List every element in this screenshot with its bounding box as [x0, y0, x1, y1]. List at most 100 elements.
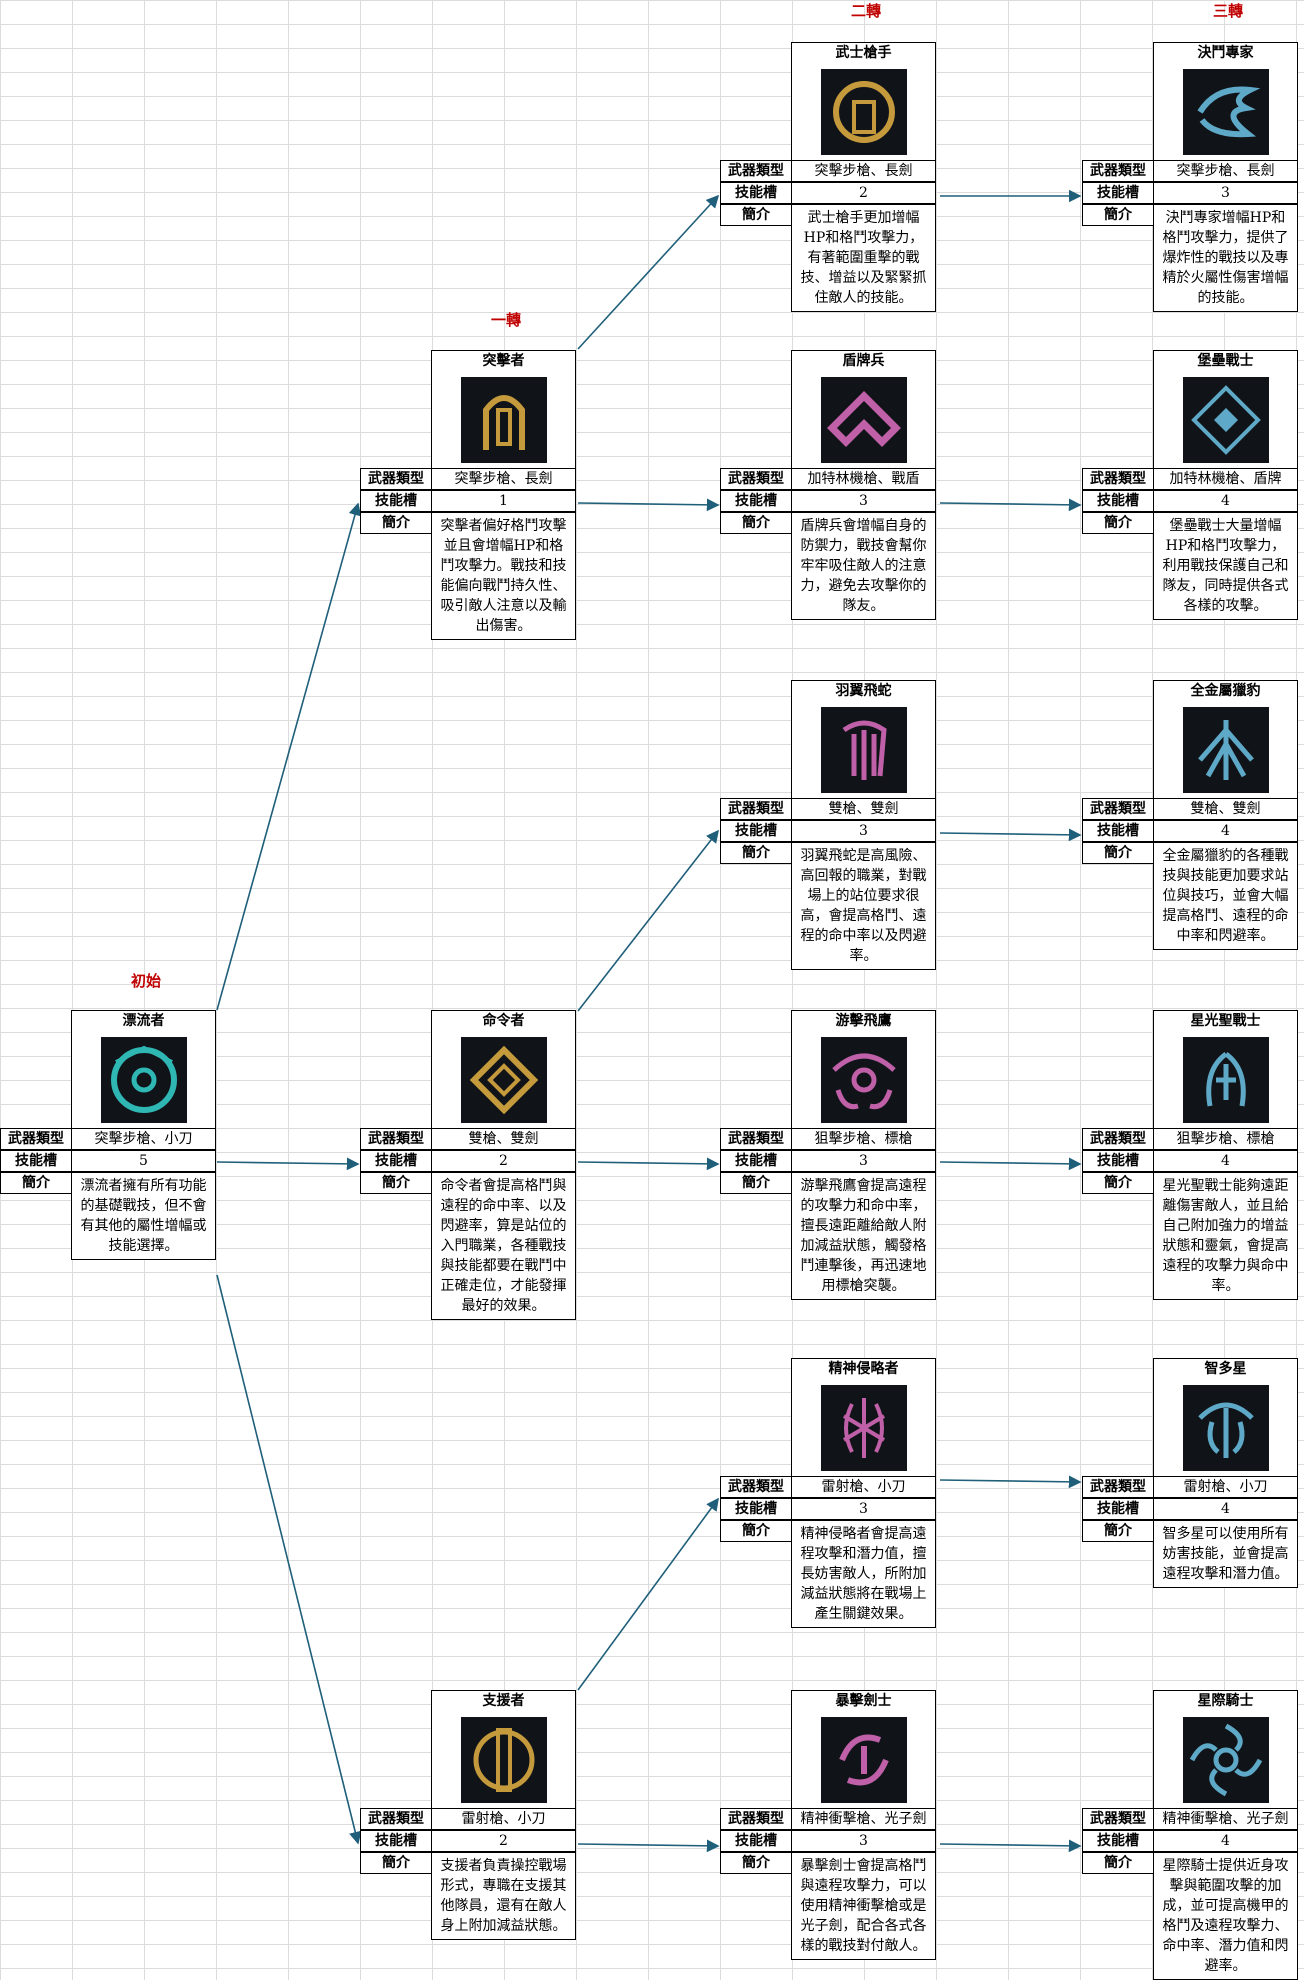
class-description: 游擊飛鷹會提高遠程的攻擊力和命中率，擅長遠距離給敵人附加減益狀態，觸發格鬥連擊後… [791, 1172, 936, 1300]
weapon-type-value: 雷射槍、小刀 [791, 1476, 936, 1498]
skill-slots-value: 3 [791, 490, 936, 512]
weapon-type-label: 武器類型 [0, 1128, 72, 1150]
weapon-type-label: 武器類型 [360, 1128, 432, 1150]
weapon-type-label: 武器類型 [1082, 1476, 1154, 1498]
wingsnake-icon [820, 707, 907, 793]
icon-frame [431, 1712, 576, 1808]
description-label: 簡介 [720, 842, 792, 864]
arrow-hawk-starlight [939, 1157, 1082, 1171]
panther-icon [1182, 707, 1269, 793]
weapon-type-value: 突擊步槍、長劍 [791, 160, 936, 182]
arrow-supporter-berserker [577, 1839, 720, 1853]
weapon-type-value: 突擊步槍、小刀 [71, 1128, 216, 1150]
icon-frame [1153, 1380, 1298, 1476]
description-label: 簡介 [720, 1520, 792, 1542]
description-label: 簡介 [1082, 1852, 1154, 1874]
class-name: 智多星 [1153, 1358, 1298, 1380]
drifter-icon [100, 1037, 187, 1123]
arrow-commander-wingsnake [577, 829, 719, 1012]
class-description: 武士槍手更加增幅HP和格鬥攻擊力，有著範圍重擊的戰技、增益以及緊緊抓住敵人的技能… [791, 204, 936, 312]
description-label: 簡介 [1082, 842, 1154, 864]
skill-slots-value: 1 [431, 490, 576, 512]
skill-slots-value: 5 [71, 1150, 216, 1172]
hawk-icon [820, 1037, 907, 1123]
arrow-berserker-stellar [939, 1839, 1082, 1853]
icon-frame [1153, 64, 1298, 160]
stage-title-third: 三轉 [1212, 2, 1243, 20]
class-name: 暴擊劍士 [791, 1690, 936, 1712]
skill-slots-label: 技能槽 [1082, 182, 1154, 204]
skill-slots-value: 4 [1153, 490, 1298, 512]
weapon-type-label: 武器類型 [720, 1476, 792, 1498]
icon-frame [791, 64, 936, 160]
arrow-commander-hawk [577, 1157, 720, 1171]
icon-frame [71, 1032, 216, 1128]
class-description: 星光聖戰士能夠遠距離傷害敵人，並且給自己附加強力的增益狀態和靈氣，會提高遠程的攻… [1153, 1172, 1298, 1300]
class-name: 堡壘戰士 [1153, 350, 1298, 372]
stage-title-first: 一轉 [490, 311, 521, 329]
stage-title-initial: 初始 [130, 972, 161, 990]
class-name: 星際騎士 [1153, 1690, 1298, 1712]
skill-slots-label: 技能槽 [720, 1498, 792, 1520]
stage-title-second: 二轉 [850, 2, 881, 20]
skill-slots-label: 技能槽 [1082, 1150, 1154, 1172]
samurai-icon [820, 69, 907, 155]
bastion-icon [1182, 377, 1269, 463]
arrow-shield-bastion [939, 498, 1082, 512]
skill-slots-label: 技能槽 [720, 1150, 792, 1172]
skill-slots-value: 4 [1153, 820, 1298, 842]
icon-frame [1153, 702, 1298, 798]
icon-frame [791, 1380, 936, 1476]
weapon-type-label: 武器類型 [1082, 1808, 1154, 1830]
skill-slots-label: 技能槽 [1082, 1498, 1154, 1520]
class-name: 盾牌兵 [791, 350, 936, 372]
weapon-type-value: 雙槍、雙劍 [791, 798, 936, 820]
class-description: 盾牌兵會增幅自身的防禦力，戰技會幫你牢牢吸住敵人的注意力，避免去攻擊你的隊友。 [791, 512, 936, 620]
weapon-type-label: 武器類型 [1082, 160, 1154, 182]
weapon-type-value: 加特林機槍、盾牌 [1153, 468, 1298, 490]
class-name: 支援者 [431, 1690, 576, 1712]
weapon-type-label: 武器類型 [720, 1128, 792, 1150]
weapon-type-value: 狙擊步槍、標槍 [1153, 1128, 1298, 1150]
class-name: 羽翼飛蛇 [791, 680, 936, 702]
skill-slots-label: 技能槽 [1082, 490, 1154, 512]
class-description: 智多星可以使用所有妨害技能，並會提高遠程攻擊和潛力值。 [1153, 1520, 1298, 1588]
weapon-type-label: 武器類型 [720, 468, 792, 490]
commander-icon [460, 1037, 547, 1123]
skill-slots-label: 技能槽 [1082, 820, 1154, 842]
weapon-type-label: 武器類型 [360, 468, 432, 490]
weapon-type-value: 突擊步槍、長劍 [431, 468, 576, 490]
class-name: 漂流者 [71, 1010, 216, 1032]
class-name: 決鬥專家 [1153, 42, 1298, 64]
weapon-type-value: 雙槍、雙劍 [1153, 798, 1298, 820]
arrow-drifter-assault [216, 502, 362, 1011]
class-description: 支援者負責操控戰場形式，專職在支援其他隊員，還有在敵人身上附加減益狀態。 [431, 1852, 576, 1940]
skill-slots-label: 技能槽 [1082, 1830, 1154, 1852]
icon-frame [791, 1032, 936, 1128]
class-description: 精神侵略者會提高遠程攻擊和潛力值，擅長妨害敵人，所附加減益狀態將在戰場上產生關鍵… [791, 1520, 936, 1628]
skill-slots-value: 3 [791, 1498, 936, 1520]
weapon-type-label: 武器類型 [1082, 1128, 1154, 1150]
description-label: 簡介 [1082, 1520, 1154, 1542]
weapon-type-label: 武器類型 [720, 798, 792, 820]
description-label: 簡介 [360, 1852, 432, 1874]
class-description: 突擊者偏好格鬥攻擊並且會增幅HP和格鬥攻擊力。戰技和技能偏向戰鬥持久性、吸引敵人… [431, 512, 576, 640]
arrow-psyker-sage [939, 1475, 1082, 1489]
weapon-type-label: 武器類型 [360, 1808, 432, 1830]
sage-icon [1182, 1385, 1269, 1471]
class-description: 全金屬獵豹的各種戰技與技能更加要求站位與技巧，並會大幅提高格鬥、遠程的命中率和閃… [1153, 842, 1298, 950]
class-name: 星光聖戰士 [1153, 1010, 1298, 1032]
weapon-type-value: 狙擊步槍、標槍 [791, 1128, 936, 1150]
description-label: 簡介 [720, 1172, 792, 1194]
description-label: 簡介 [720, 1852, 792, 1874]
description-label: 簡介 [1082, 512, 1154, 534]
skill-slots-label: 技能槽 [720, 1830, 792, 1852]
skill-slots-value: 4 [1153, 1830, 1298, 1852]
skill-slots-label: 技能槽 [360, 490, 432, 512]
class-description: 堡壘戰士大量增幅HP和格鬥攻擊力，利用戰技保護自己和隊友，同時提供各式各樣的攻擊… [1153, 512, 1298, 620]
weapon-type-value: 雷射槍、小刀 [1153, 1476, 1298, 1498]
arrow-drifter-commander [216, 1157, 360, 1171]
starlight-icon [1182, 1037, 1269, 1123]
description-label: 簡介 [1082, 204, 1154, 226]
class-name: 突擊者 [431, 350, 576, 372]
